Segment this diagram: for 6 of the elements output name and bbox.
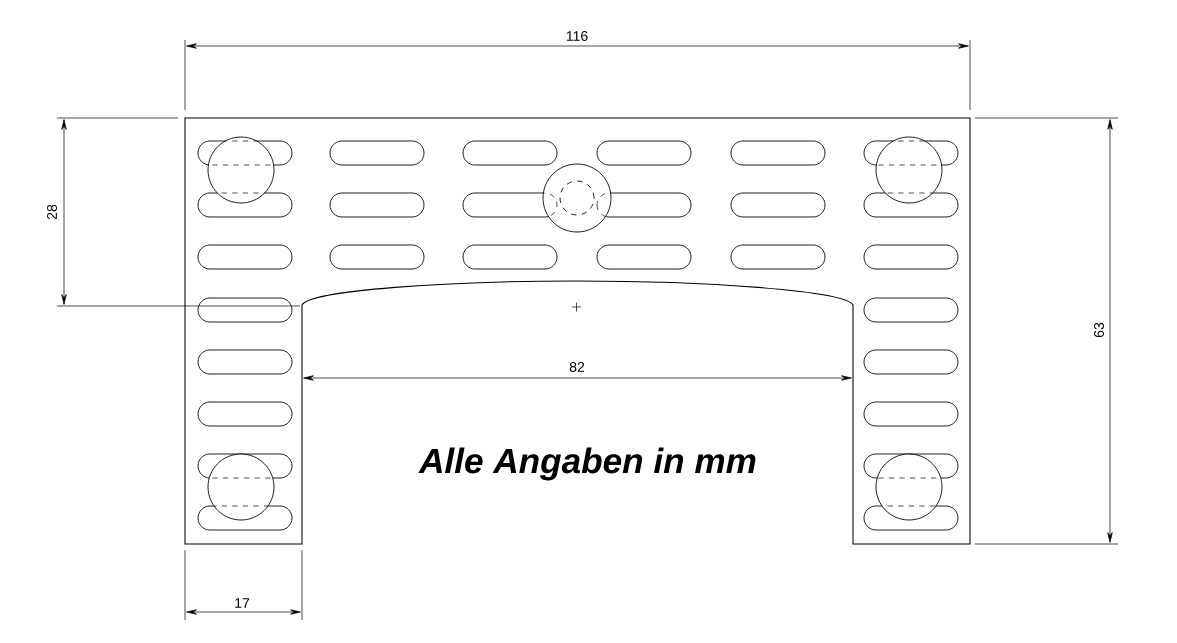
dimension-label: 28 [47,204,57,220]
dimension-label: 63 [1094,322,1104,338]
dimension-label: 82 [569,362,585,372]
dimension-label: 17 [235,598,250,608]
dimension-label: 116 [566,31,588,41]
note-text: Alle Angaben in mm [418,447,756,481]
